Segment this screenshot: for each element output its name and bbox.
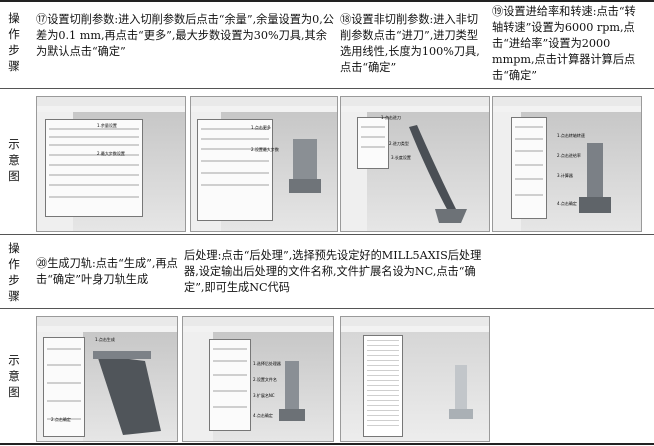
annotation: 2.设置最大步数 bbox=[251, 147, 279, 152]
screenshot-non-cutting-params: 1.点击进刀 2.进刀类型 3.长度设置 bbox=[340, 96, 490, 232]
blade-model-icon bbox=[579, 143, 611, 213]
side-label-diagram: 示意图 bbox=[8, 137, 20, 183]
annotation: 1.点击进刀 bbox=[381, 115, 401, 120]
dialog-post-process bbox=[209, 339, 251, 431]
screenshot-generate-toolpath: 1.点击生成 2.点击确定 bbox=[36, 316, 178, 442]
screenshot-post-process-dialog: 1.选择后处理器 2.设置文件名 3.扩展名NC 4.点击确定 bbox=[182, 316, 334, 442]
screenshot-cutting-params-2: 1.点击更多 2.设置最大步数 bbox=[190, 96, 338, 232]
side-label-steps: 操作步骤 bbox=[8, 241, 20, 303]
annotation: 2.设置文件名 bbox=[253, 377, 277, 382]
annotation: 3.扩展名NC bbox=[253, 393, 275, 398]
step-20-text: ⑳生成刀轨:点击“生成”,再点击“确定”叶身刀轨生成 bbox=[36, 257, 178, 286]
step-19-text: ⑲设置进给率和转速:点击“转轴转速”设置为6000 rpm,点击“进给率”设置为… bbox=[492, 5, 636, 82]
blade-model-icon bbox=[289, 139, 321, 193]
annotation: 3.长度设置 bbox=[391, 155, 411, 160]
annotation: 2.最大步数设置 bbox=[97, 151, 125, 156]
annotation: 1.点击生成 bbox=[95, 337, 115, 342]
step-17-text: ⑰设置切削参数:进入切削参数后点击“余量”,余量设置为0,公差为0.1 mm,再… bbox=[36, 13, 334, 58]
annotation: 2.点击确定 bbox=[51, 417, 71, 422]
blade-model-icon bbox=[279, 361, 305, 421]
dialog-cutting-params bbox=[45, 119, 143, 217]
row-divider bbox=[0, 308, 654, 309]
annotation: 1.点击更多 bbox=[251, 125, 271, 130]
blade-toolpath-icon bbox=[93, 351, 161, 435]
annotation: 4.点击确定 bbox=[253, 413, 273, 418]
blade-model-icon bbox=[409, 125, 467, 223]
table-bottom-rule bbox=[0, 443, 654, 445]
side-label-steps: 操作步骤 bbox=[8, 11, 20, 73]
row-divider bbox=[0, 88, 654, 89]
annotation: 1.余量设置 bbox=[97, 123, 117, 128]
dialog-engage bbox=[357, 117, 389, 169]
screenshot-nc-output bbox=[340, 316, 490, 442]
screenshot-feeds-speeds: 1.点击转轴转速 2.点击进给率 3.计算器 4.点击确定 bbox=[492, 96, 642, 232]
row-divider bbox=[0, 234, 654, 235]
annotation: 1.选择后处理器 bbox=[253, 361, 281, 366]
annotation: 3.计算器 bbox=[557, 173, 573, 178]
annotation: 1.点击转轴转速 bbox=[557, 133, 585, 138]
blade-model-icon bbox=[449, 365, 473, 419]
step-18-text: ⑱设置非切削参数:进入非切削参数点击“进刀”,进刀类型选用线性,长度为100%刀… bbox=[340, 13, 480, 74]
annotation: 4.点击确定 bbox=[557, 201, 577, 206]
dialog-more-params bbox=[197, 119, 273, 221]
annotation: 2.点击进给率 bbox=[557, 153, 581, 158]
post-process-text: 后处理:点击“后处理”,选择预先设定好的MILL5AXIS后处理器,设定输出后处… bbox=[184, 249, 482, 294]
annotation: 2.进刀类型 bbox=[389, 141, 409, 146]
table-top-rule bbox=[0, 0, 654, 2]
side-label-diagram: 示意图 bbox=[8, 353, 20, 399]
dialog-feeds-speeds bbox=[511, 117, 547, 219]
nc-code-listing bbox=[363, 335, 403, 437]
dialog-toolpath bbox=[43, 337, 85, 437]
screenshot-cutting-params-1: 1.余量设置 2.最大步数设置 bbox=[36, 96, 186, 232]
